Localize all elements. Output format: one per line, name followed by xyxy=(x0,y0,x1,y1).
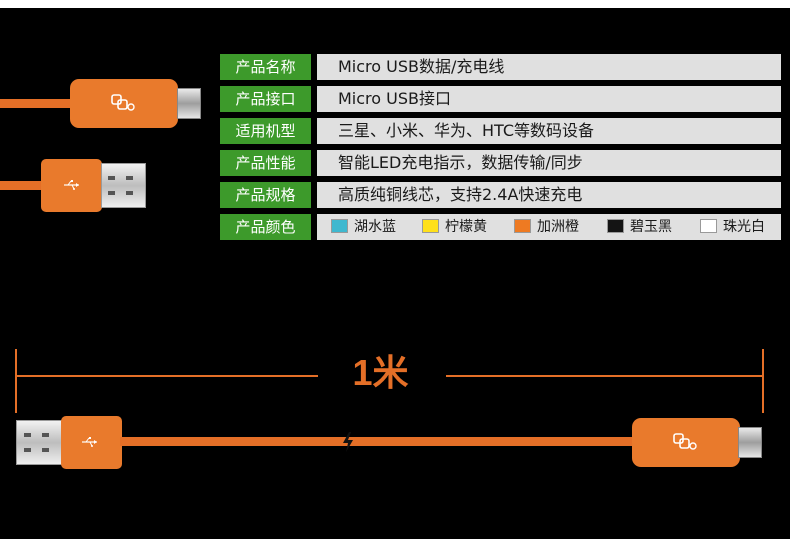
color-swatch xyxy=(700,219,717,233)
spec-row-performance: 产品性能 智能LED充电指示，数据传输/同步 xyxy=(220,150,781,176)
color-swatch xyxy=(514,219,531,233)
micro-usb-connector xyxy=(632,418,740,467)
spec-row-specification: 产品规格 高质纯铜线芯，支持2.4A快速充电 xyxy=(220,182,781,208)
color-option-label: 碧玉黑 xyxy=(630,219,672,235)
color-swatch xyxy=(331,219,348,233)
micro-usb-plug xyxy=(177,88,201,119)
spec-value: Micro USB数据/充电线 xyxy=(317,54,781,80)
spec-label: 产品性能 xyxy=(220,150,311,176)
spec-row-interface: 产品接口 Micro USB接口 xyxy=(220,86,781,112)
spec-label: 产品颜色 xyxy=(220,214,311,240)
spec-row-name: 产品名称 Micro USB数据/充电线 xyxy=(220,54,781,80)
spec-label: 产品名称 xyxy=(220,54,311,80)
color-swatch xyxy=(607,219,624,233)
color-option-label: 湖水蓝 xyxy=(354,219,396,235)
spec-row-models: 适用机型 三星、小米、华为、HTC等数码设备 xyxy=(220,118,781,144)
micro-usb-connector xyxy=(70,79,178,128)
spec-value: 三星、小米、华为、HTC等数码设备 xyxy=(317,118,781,144)
color-option[interactable]: 湖水蓝 xyxy=(331,214,396,240)
usb-icon xyxy=(64,180,79,190)
measure-line-right xyxy=(446,375,762,377)
cable-segment xyxy=(0,99,72,108)
spec-row-colors: 产品颜色 湖水蓝 柠檬黄 加洲橙 碧玉黑 珠光白 xyxy=(220,214,781,240)
spec-label: 适用机型 xyxy=(220,118,311,144)
color-option-label: 珠光白 xyxy=(723,219,765,235)
usb-a-plug xyxy=(101,163,146,208)
length-label: 1米 xyxy=(352,352,409,393)
color-option-label: 加洲橙 xyxy=(537,219,579,235)
cable-segment xyxy=(0,181,44,190)
color-options: 湖水蓝 柠檬黄 加洲橙 碧玉黑 珠光白 xyxy=(317,214,781,240)
spec-label: 产品规格 xyxy=(220,182,311,208)
measure-tick-right xyxy=(762,349,764,413)
usb-a-plug xyxy=(16,420,63,465)
brand-logo-icon xyxy=(111,94,135,111)
color-option-label: 柠檬黄 xyxy=(445,219,487,235)
spec-value: 高质纯铜线芯，支持2.4A快速充电 xyxy=(317,182,781,208)
cable-segment xyxy=(120,437,634,446)
spec-label: 产品接口 xyxy=(220,86,311,112)
spec-value: Micro USB接口 xyxy=(317,86,781,112)
color-option[interactable]: 柠檬黄 xyxy=(422,214,487,240)
color-option[interactable]: 加洲橙 xyxy=(514,214,579,240)
color-option[interactable]: 碧玉黑 xyxy=(607,214,672,240)
color-option[interactable]: 珠光白 xyxy=(700,214,765,240)
brand-logo-icon xyxy=(673,433,697,450)
spec-value: 智能LED充电指示，数据传输/同步 xyxy=(317,150,781,176)
top-frame-band xyxy=(0,0,790,8)
measure-line-left xyxy=(17,375,318,377)
measure-tick-left xyxy=(15,349,17,413)
usb-icon xyxy=(82,437,97,447)
color-swatch xyxy=(422,219,439,233)
micro-usb-plug xyxy=(738,427,762,458)
lightning-icon xyxy=(343,432,353,452)
